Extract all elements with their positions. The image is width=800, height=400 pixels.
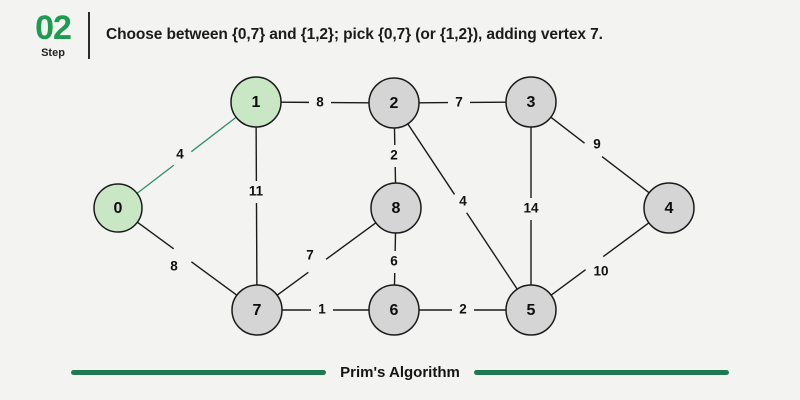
graph-node-circle-7[interactable] [231, 284, 283, 336]
edge-weight-3-5: 14 [523, 201, 539, 216]
edge-weight-2-5: 4 [459, 194, 467, 209]
graph-edge-2-5 [466, 212, 518, 290]
graph-node-0[interactable]: 0 [93, 183, 143, 233]
graph-node-circle-4[interactable] [643, 182, 695, 234]
graph-node-6[interactable]: 6 [368, 284, 420, 336]
graph-edge-3-4 [601, 155, 650, 194]
edge-weight-1-2: 8 [316, 95, 324, 110]
graph-svg: 4 8 8 11 7 2 4 9 14 10 2 1 6 7 0 1 2 3 4 5 6 7 8 [93, 76, 695, 336]
header: 02 Step Choose between {0,7} and {1,2}; … [0, 0, 800, 70]
edge-weight-6-7: 1 [318, 302, 326, 317]
graph-node-circle-3[interactable] [505, 76, 557, 128]
graph-node-4[interactable]: 4 [643, 182, 695, 234]
graph-node-label-6: 6 [390, 302, 399, 319]
graph-edge-2-5 [407, 123, 456, 195]
edge-weight-2-3: 7 [455, 95, 463, 110]
nodes-layer: 0 1 2 3 4 5 6 7 8 [93, 76, 695, 336]
edge-weight-0-1: 4 [176, 147, 184, 162]
edge-labels-layer: 4 8 8 11 7 2 4 9 14 10 2 1 6 7 [170, 95, 608, 317]
edge-weight-4-5: 10 [593, 264, 608, 279]
step-word-label: Step [41, 47, 65, 59]
page-title: Choose between {0,7} and {1,2}; pick {0,… [106, 26, 603, 43]
footer-title: Prim's Algorithm [340, 363, 460, 381]
graph-node-label-0: 0 [114, 200, 123, 217]
edge-weight-1-7: 11 [249, 184, 264, 199]
graph-node-7[interactable]: 7 [231, 284, 283, 336]
graph-edge-4-5 [550, 269, 587, 296]
graph-node-8[interactable]: 8 [370, 182, 422, 234]
graph-edge-4-5 [602, 222, 650, 258]
step-number: 02 [35, 9, 72, 47]
footer: Prim's Algorithm [0, 358, 800, 386]
graph-node-1[interactable]: 1 [230, 76, 282, 128]
step-badge: 02 Step [22, 11, 84, 59]
graph-edge-0-1 [136, 164, 175, 194]
graph-node-label-7: 7 [253, 302, 262, 319]
graph-edge-0-7 [136, 221, 175, 250]
graph-node-circle-1[interactable] [230, 76, 282, 128]
graph-canvas: 4 8 8 11 7 2 4 9 14 10 2 1 6 7 0 1 2 3 4 5 6 7 8 [0, 62, 800, 352]
graph-node-circle-5[interactable] [505, 284, 557, 336]
edge-weight-3-4: 9 [593, 137, 601, 152]
graph-edge-0-1 [190, 116, 237, 153]
edge-weight-6-8: 6 [390, 254, 398, 269]
graph-node-5[interactable]: 5 [505, 284, 557, 336]
graph-node-2[interactable]: 2 [368, 77, 420, 129]
graph-edge-0-7 [190, 261, 238, 296]
graph-edge-3-4 [550, 116, 585, 144]
footer-rule-left [71, 369, 327, 375]
graph-node-label-2: 2 [390, 95, 399, 112]
graph-node-label-1: 1 [252, 94, 261, 111]
edge-weight-0-7: 8 [170, 259, 178, 274]
edge-weight-5-6: 2 [459, 302, 467, 317]
footer-rule-right [473, 369, 729, 375]
graph-node-circle-0[interactable] [93, 183, 143, 233]
graph-node-label-4: 4 [665, 200, 674, 217]
header-divider [88, 11, 90, 59]
graph-edge-7-8 [325, 222, 377, 260]
graph-node-circle-6[interactable] [368, 284, 420, 336]
graph-edge-7-8 [276, 271, 309, 296]
edge-weight-7-8: 7 [306, 248, 314, 263]
graph-node-3[interactable]: 3 [505, 76, 557, 128]
graph-node-label-8: 8 [392, 200, 401, 217]
edges-layer [136, 101, 650, 311]
graph-node-label-3: 3 [527, 94, 536, 111]
graph-node-label-5: 5 [527, 302, 536, 319]
edge-weight-2-8: 2 [390, 148, 398, 163]
graph-node-circle-8[interactable] [370, 182, 422, 234]
graph-node-circle-2[interactable] [368, 77, 420, 129]
